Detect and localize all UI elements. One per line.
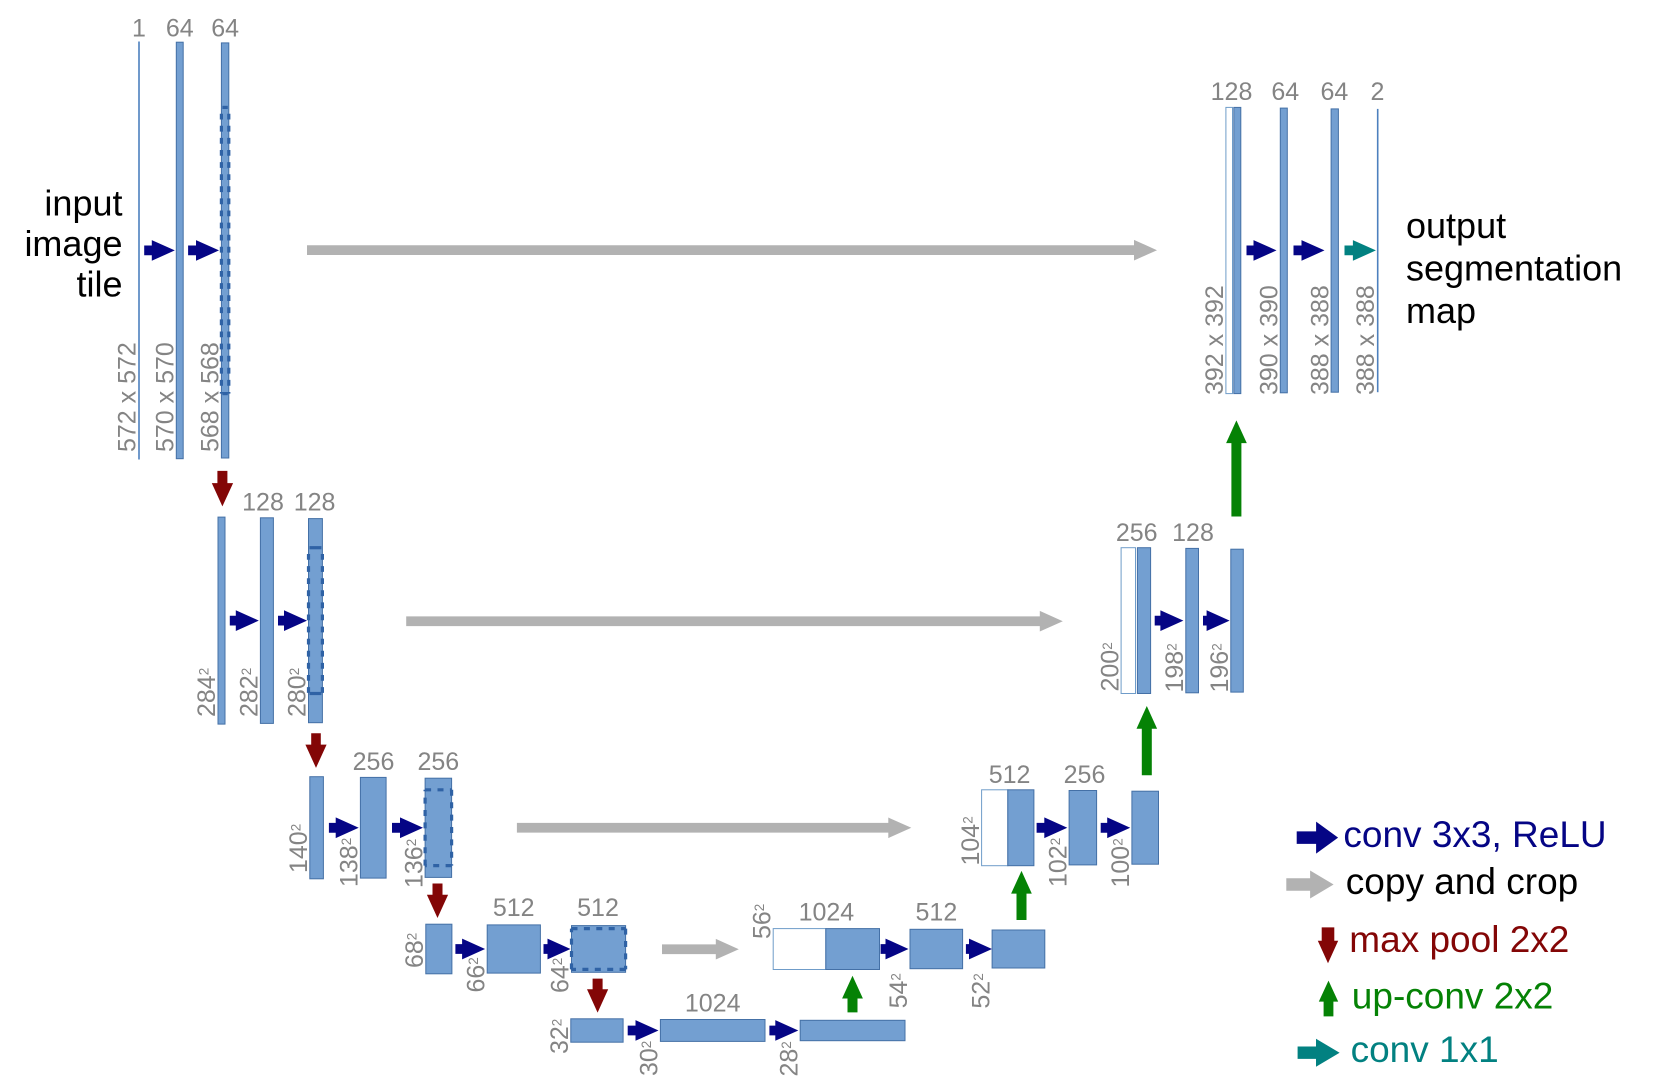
svg-text:390 x 390: 390 x 390 [1256, 285, 1284, 395]
svg-text:388 x 388: 388 x 388 [1306, 285, 1334, 395]
svg-text:1002: 1002 [1107, 838, 1135, 887]
svg-text:1022: 1022 [1044, 838, 1072, 887]
svg-text:output: output [1406, 205, 1506, 246]
svg-text:1382: 1382 [336, 838, 364, 887]
svg-text:256: 256 [1064, 761, 1106, 789]
svg-text:1402: 1402 [285, 824, 313, 873]
svg-text:256: 256 [353, 748, 395, 776]
svg-text:segmentation: segmentation [1406, 248, 1622, 289]
svg-text:572 x 572: 572 x 572 [113, 342, 141, 452]
svg-text:1024: 1024 [799, 899, 855, 927]
svg-text:conv 3x3, ReLU: conv 3x3, ReLU [1343, 814, 1606, 855]
svg-text:2802: 2802 [284, 668, 312, 717]
svg-text:256: 256 [1116, 519, 1158, 547]
svg-text:1: 1 [132, 15, 146, 43]
svg-text:512: 512 [916, 899, 958, 927]
svg-text:1024: 1024 [685, 990, 741, 1018]
svg-text:conv 1x1: conv 1x1 [1351, 1029, 1499, 1070]
svg-text:392 x 392: 392 x 392 [1201, 285, 1229, 395]
svg-text:128: 128 [242, 489, 284, 517]
svg-text:512: 512 [493, 894, 535, 922]
svg-text:image: image [24, 223, 122, 264]
svg-text:388 x 388: 388 x 388 [1352, 285, 1380, 395]
svg-text:1042: 1042 [957, 816, 985, 865]
svg-text:tile: tile [76, 264, 122, 305]
svg-text:256: 256 [417, 748, 459, 776]
svg-text:up-conv 2x2: up-conv 2x2 [1352, 976, 1554, 1017]
svg-text:2842: 2842 [193, 668, 221, 717]
svg-text:1962: 1962 [1206, 643, 1234, 692]
svg-text:map: map [1406, 290, 1476, 331]
svg-text:1362: 1362 [400, 839, 428, 888]
svg-text:input: input [44, 183, 122, 224]
svg-text:570 x 570: 570 x 570 [152, 342, 180, 452]
svg-text:64: 64 [166, 15, 194, 43]
svg-text:64: 64 [211, 15, 239, 43]
svg-text:128: 128 [1172, 519, 1214, 547]
svg-text:512: 512 [989, 761, 1031, 789]
svg-text:copy and crop: copy and crop [1346, 861, 1578, 902]
svg-text:1982: 1982 [1161, 643, 1189, 692]
svg-text:128: 128 [1211, 78, 1253, 106]
svg-text:512: 512 [577, 894, 619, 922]
svg-text:2822: 2822 [236, 668, 264, 717]
svg-text:2: 2 [1371, 78, 1385, 106]
svg-text:max pool 2x2: max pool 2x2 [1349, 919, 1569, 960]
svg-text:64: 64 [1271, 78, 1299, 106]
svg-text:2002: 2002 [1096, 642, 1124, 691]
svg-text:568 x 568: 568 x 568 [197, 342, 225, 452]
svg-text:128: 128 [294, 489, 336, 517]
svg-text:64: 64 [1320, 78, 1348, 106]
